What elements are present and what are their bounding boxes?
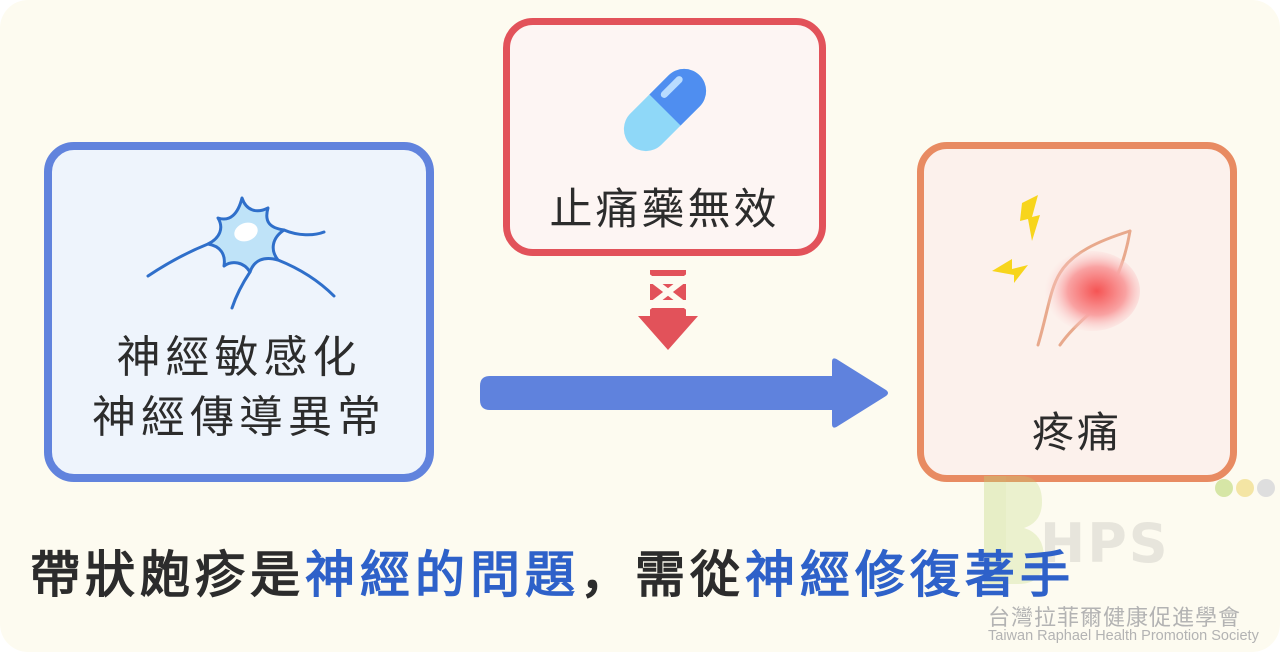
pain-label: 疼痛 xyxy=(1031,408,1122,457)
nerve-label: 神經敏感化 神經傳導異常 xyxy=(52,328,426,448)
organization-abbr: HPS xyxy=(1040,512,1170,575)
organization-name-zh: 台灣拉菲爾健康促進學會 xyxy=(988,606,1242,631)
nerve-line-1: 神經敏感化 xyxy=(116,332,362,383)
organization-name-en: Taiwan Raphael Health Promotion Society xyxy=(988,628,1259,644)
painkiller-label: 止痛藥無效 xyxy=(549,185,780,235)
conclusion-part-1: 帶狀皰疹是 xyxy=(30,546,305,604)
logo-dots-icon xyxy=(1215,479,1275,497)
painkiller-box: 止痛藥無效 xyxy=(503,18,826,256)
blocked-arrow-icon xyxy=(638,269,698,350)
nerve-line-2: 神經傳導異常 xyxy=(92,392,386,443)
conclusion-highlight-1: 神經的問題 xyxy=(305,546,580,604)
pain-box: 疼痛 xyxy=(917,142,1237,482)
conclusion-sentence: 帶狀皰疹是神經的問題，需從神經修復著手 xyxy=(30,540,1260,610)
conclusion-highlight-2: 神經修復著手 xyxy=(745,546,1075,604)
organization-logo-mark xyxy=(984,476,1044,584)
neuron-icon xyxy=(146,196,336,310)
main-arrow-icon xyxy=(480,358,888,428)
conclusion-part-2: ，需從 xyxy=(580,546,745,604)
capsule-icon xyxy=(623,68,707,152)
sore-muscle-icon xyxy=(992,195,1140,347)
nerve-box: 神經敏感化 神經傳導異常 xyxy=(44,142,434,482)
